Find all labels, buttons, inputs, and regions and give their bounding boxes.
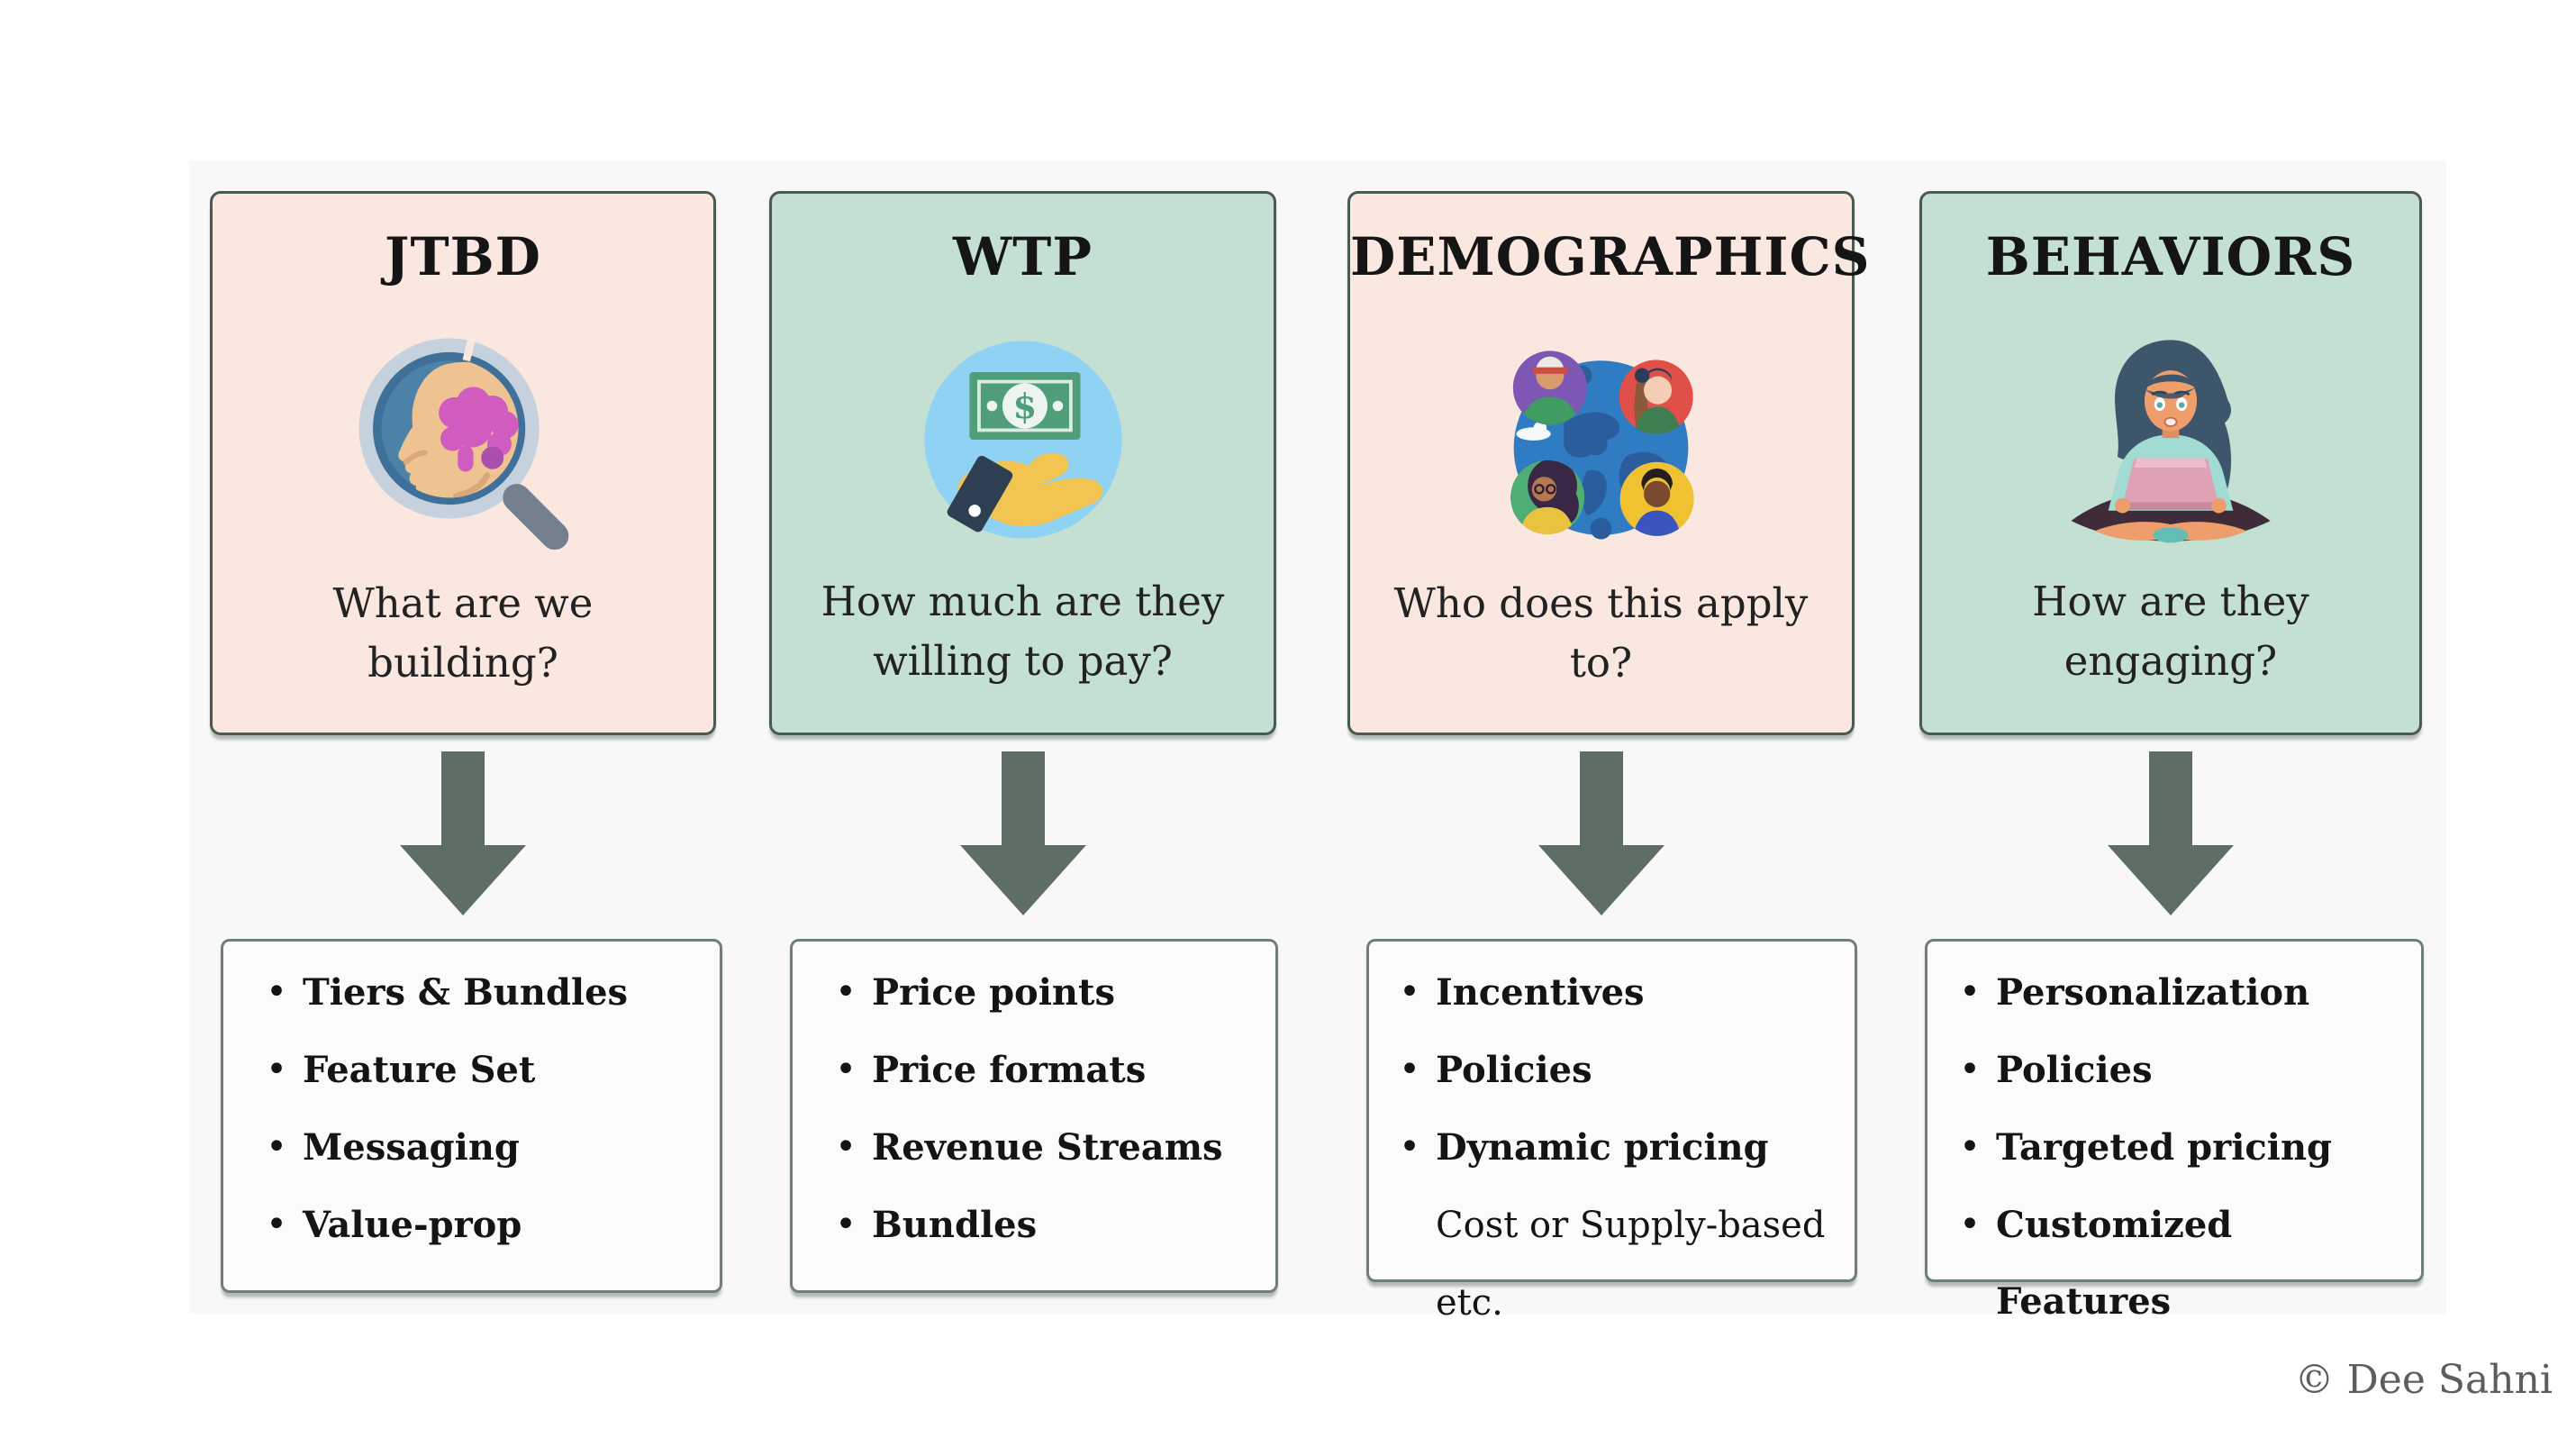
list-item: Incentives: [1383, 954, 1829, 1032]
card-question: How are they engaging?: [1942, 572, 2399, 691]
question-line: How are they: [2032, 578, 2309, 625]
question-line: What are we building?: [332, 579, 594, 687]
magnifier-head-icon: [358, 334, 569, 551]
bullet-text: Feature Set: [303, 1049, 536, 1091]
card-title-jtbd: JTBD: [385, 226, 541, 287]
list-item: Price points: [820, 954, 1250, 1032]
card-demographics: DEMOGRAPHICS: [1347, 191, 1871, 735]
list-item: Bundles: [820, 1187, 1250, 1264]
question-line: engaging?: [2064, 637, 2278, 685]
list-item: Customized Features: [1944, 1187, 2396, 1341]
list-item: Messaging: [250, 1109, 694, 1187]
list-item: Price formats: [820, 1032, 1250, 1109]
card-title-wtp: WTP: [953, 226, 1093, 287]
list-item: Tiers & Bundles: [250, 954, 694, 1032]
money-hand-icon: $: [923, 341, 1122, 539]
icon-wrap: [1350, 322, 1852, 558]
bullet-list: Personalization Policies Targeted pricin…: [1927, 942, 2421, 1341]
down-arrow-icon: [2108, 751, 2234, 915]
bullet-list: Incentives Policies Dynamic pricing Cost…: [1369, 942, 1855, 1342]
list-item: Policies: [1944, 1032, 2396, 1109]
globe-people-icon: [1510, 350, 1694, 540]
svg-text:$: $: [1012, 387, 1037, 427]
card-jtbd: JTBD: [210, 191, 716, 735]
card-title-behaviors: BEHAVIORS: [1985, 226, 2356, 287]
list-item: Feature Set: [250, 1032, 694, 1109]
list-item: Personalization: [1944, 954, 2396, 1032]
listbox-demographics: Incentives Policies Dynamic pricing Cost…: [1366, 939, 1857, 1324]
list-item: Dynamic pricing Cost or Supply-based etc…: [1383, 1109, 1829, 1342]
listbox-wtp: Price points Price formats Revenue Strea…: [790, 939, 1278, 1293]
bullet-text: Bundles: [872, 1204, 1038, 1246]
bullet-text: Revenue Streams: [872, 1126, 1223, 1169]
card-behaviors: BEHAVIORS: [1919, 191, 2422, 735]
bullet-text: Customized Features: [1996, 1204, 2233, 1323]
card-question: Who does this apply to?: [1370, 572, 1831, 693]
down-arrow-icon: [1538, 751, 1664, 915]
question-line: Who does this apply to?: [1393, 579, 1809, 687]
icon-wrap: [213, 322, 713, 558]
listbox-jtbd: Tiers & Bundles Feature Set Messaging Va…: [221, 939, 722, 1293]
card-question: How much are they willing to pay?: [792, 572, 1253, 691]
list-item: Revenue Streams: [820, 1109, 1250, 1187]
question-line: willing to pay?: [873, 637, 1173, 685]
bullet-text: Personalization: [1996, 971, 2310, 1014]
list-item: Policies: [1383, 1032, 1829, 1109]
bullet-text: Price formats: [872, 1049, 1147, 1091]
copyright-credit: © Dee Sahni: [2294, 1357, 2553, 1403]
listbox-behaviors: Personalization Policies Targeted pricin…: [1925, 939, 2424, 1323]
bullet-text: Incentives: [1436, 971, 1645, 1014]
bullet-text: Price points: [872, 971, 1115, 1014]
list-item: Targeted pricing: [1944, 1109, 2396, 1187]
bullet-text: Dynamic pricing: [1436, 1126, 1769, 1169]
bullet-text: Messaging: [303, 1126, 520, 1169]
card-title-demographics: DEMOGRAPHICS: [1350, 226, 1871, 287]
bullet-list: Tiers & Bundles Feature Set Messaging Va…: [223, 942, 720, 1264]
down-arrow-icon: [400, 751, 526, 915]
card-question: What are we building?: [232, 572, 694, 693]
bullet-text: Policies: [1996, 1049, 2153, 1091]
bullet-text: Targeted pricing: [1996, 1126, 2333, 1169]
icon-wrap: $: [772, 322, 1274, 558]
list-item: Value-prop: [250, 1187, 694, 1264]
question-line: How much are they: [821, 578, 1225, 625]
bullet-list: Price points Price formats Revenue Strea…: [793, 942, 1275, 1264]
woman-laptop-icon: [2071, 340, 2271, 543]
bullet-text: Value-prop: [303, 1204, 522, 1246]
bullet-text: Policies: [1436, 1049, 1592, 1091]
card-wtp: WTP $ How much are they willing to pay?: [769, 191, 1276, 735]
bullet-text: Tiers & Bundles: [303, 971, 629, 1014]
down-arrow-icon: [960, 751, 1086, 915]
icon-wrap: [1922, 322, 2419, 558]
